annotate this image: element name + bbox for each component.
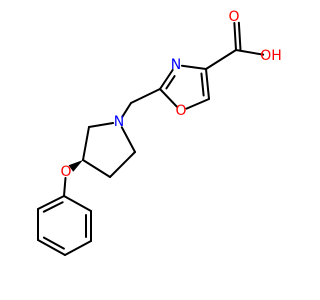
bond-1	[233, 21, 237, 51]
bond-18-inner	[42, 201, 64, 213]
bond-3	[205, 49, 237, 70]
bond-1-second	[237, 21, 242, 51]
bond-15	[120, 126, 136, 153]
bond-13	[82, 159, 111, 178]
bond-23	[63, 195, 92, 212]
atom-label-n-8: N	[171, 57, 181, 73]
bond-4	[205, 68, 210, 100]
bond-7-inner	[165, 75, 176, 90]
bond-17	[63, 176, 67, 197]
bond-10	[121, 102, 132, 118]
atom-label-o-6: O	[175, 103, 186, 119]
bond-21	[64, 240, 92, 256]
molecule-structure: O OH O N N O	[37, 9, 282, 256]
bond-4-inner	[200, 72, 205, 97]
atom-label-o-1: O	[228, 9, 239, 25]
bond-2	[235, 49, 265, 56]
molecule-canvas: O OH O N N O	[37, 9, 282, 256]
atom-label-o-15: O	[60, 164, 71, 180]
bond-20-inner	[42, 236, 65, 250]
bond-7	[159, 68, 174, 90]
bond-9	[130, 88, 161, 104]
atom-label-n-10: N	[114, 114, 124, 130]
bond-14	[109, 151, 136, 178]
bond-16-wedge	[68, 160, 83, 172]
bond-8	[180, 64, 207, 70]
bond-18	[37, 195, 65, 210]
bond-12	[82, 126, 90, 161]
bond-5	[185, 98, 210, 110]
bond-6	[159, 88, 178, 108]
bond-11	[88, 121, 115, 128]
atom-label-oh-2: OH	[260, 48, 282, 64]
bond-20	[37, 239, 66, 256]
